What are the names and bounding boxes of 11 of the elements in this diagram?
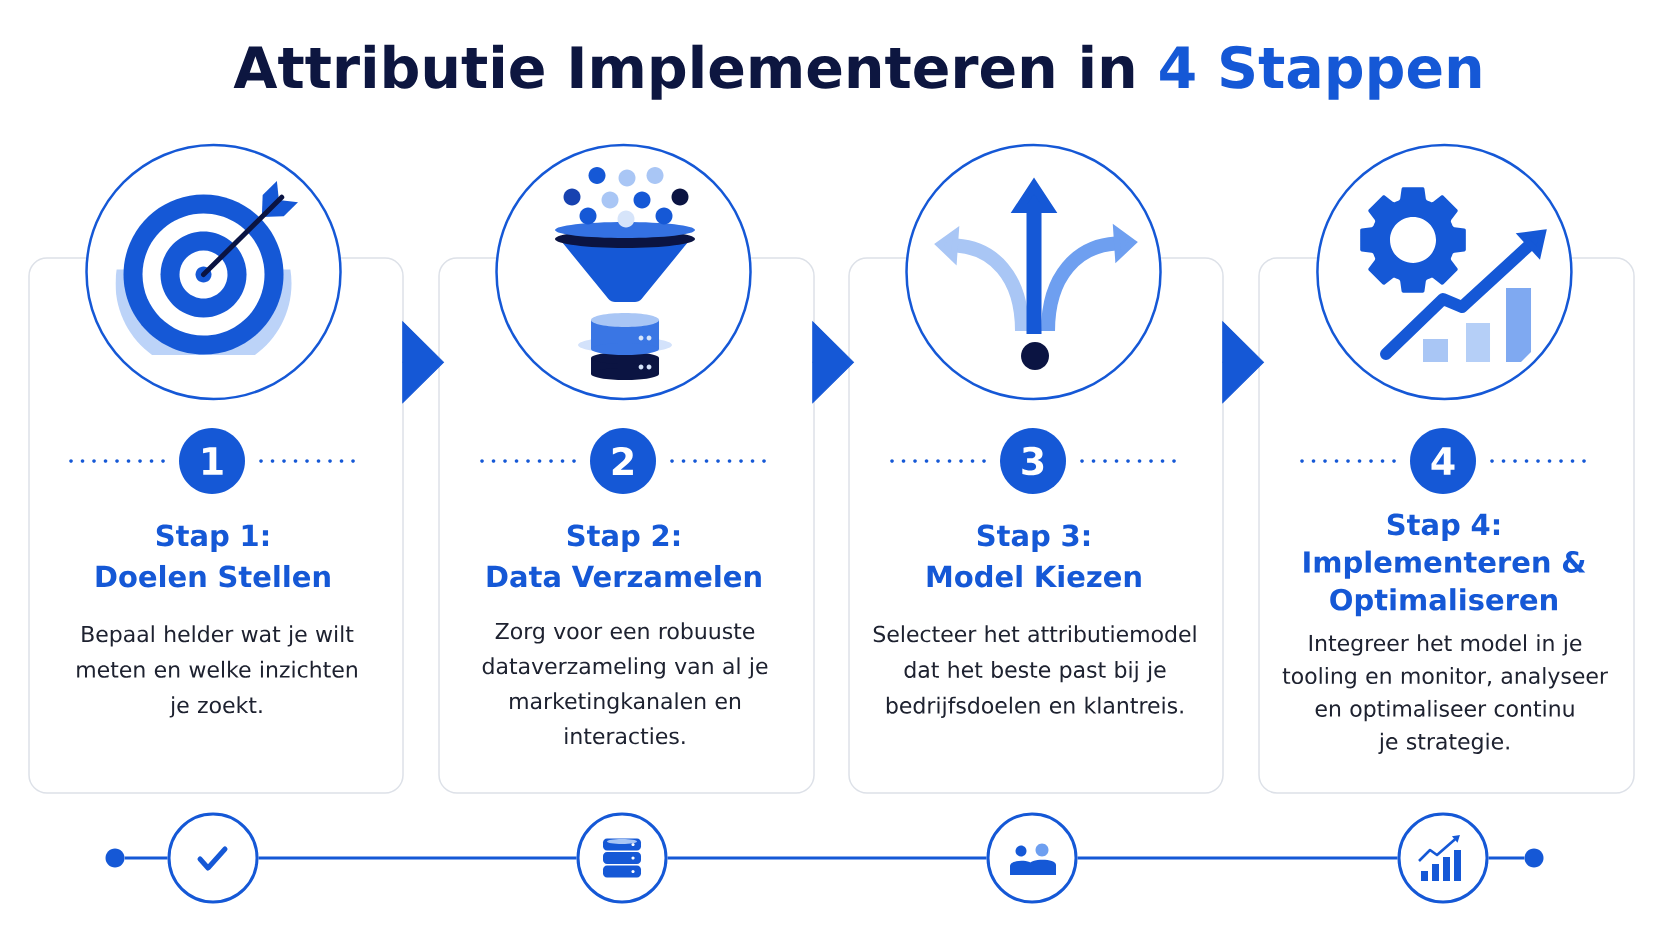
step-description: Integreer het model in je tooling en monitor, analyseer en optimaliseer continu je strategie. <box>1282 634 1608 754</box>
step-heading: Stap 4: Implementeren & Optimaliseren <box>1304 513 1586 617</box>
step-heading: Stap 3: Model Kiezen <box>927 524 1141 588</box>
timeline-dot <box>1524 848 1544 868</box>
step-description: Selecteer het attributiemodel dat het beste past bij je bedrijfsdoelen en klantreis. <box>873 625 1196 718</box>
step-heading: Stap 2: Data Verzamelen <box>487 524 761 588</box>
step-description: Zorg voor een robuuste dataverzameling van al je marketingkanalen en interacties. <box>482 622 768 745</box>
step-heading: Stap 1: Doelen Stellen <box>96 524 330 588</box>
timeline-dot <box>105 848 125 868</box>
step-description: Bepaal helder wat je wilt meten en welke inzichten je zoekt. <box>77 625 357 718</box>
title: Attributie Implementeren in 4 Stappen <box>233 44 1481 100</box>
